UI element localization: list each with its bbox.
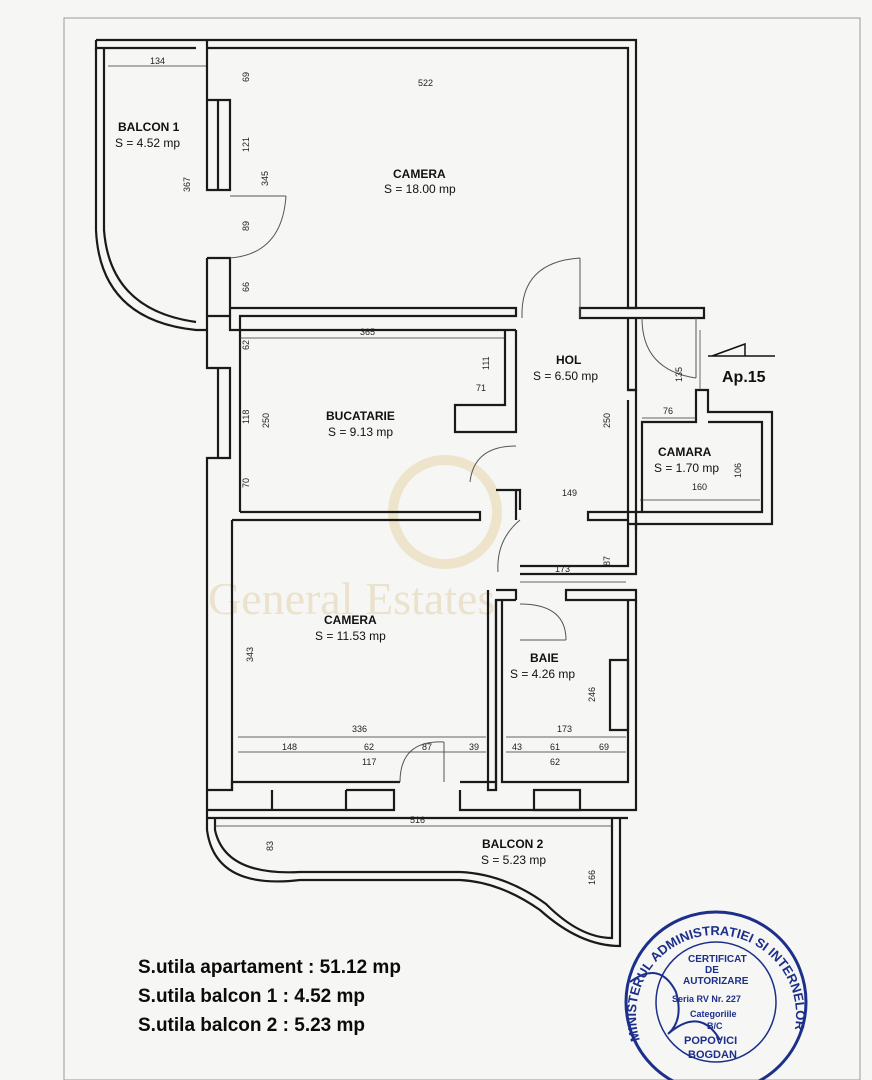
balcon1-area: S = 4.52 mp xyxy=(115,136,180,150)
dim-label: 111 xyxy=(481,356,491,370)
dim-label: 343 xyxy=(245,647,255,662)
dim-label: 69 xyxy=(241,72,251,82)
dim-label: 173 xyxy=(555,564,570,574)
dim-label: 66 xyxy=(241,282,251,292)
dimension-labels: 134 522 69 121 367 345 89 66 365 62 111 … xyxy=(150,56,743,885)
dim-label: 83 xyxy=(265,841,275,851)
dim-label: 71 xyxy=(476,383,486,393)
summary-balcon1: S.utila balcon 1 : 4.52 mp xyxy=(138,986,366,1007)
summary-apartment: S.utila apartament : 51.12 mp xyxy=(138,957,401,978)
dimension-lines xyxy=(108,65,760,827)
door-swings xyxy=(229,195,697,783)
hol-area: S = 6.50 mp xyxy=(533,369,598,383)
dim-label: 87 xyxy=(602,556,612,566)
apartment-label: Ap.15 xyxy=(722,369,766,386)
dim-label: 118 xyxy=(241,410,251,424)
dim-label: 166 xyxy=(587,870,597,885)
stamp-line: Categoriile xyxy=(690,1009,737,1019)
walls xyxy=(94,38,774,948)
camera1-name: CAMERA xyxy=(393,167,446,181)
dim-label: 336 xyxy=(352,724,367,734)
camera2-name: CAMERA xyxy=(324,613,377,627)
dim-label: 173 xyxy=(557,724,572,734)
dim-label: 250 xyxy=(602,413,612,428)
camara-area: S = 1.70 mp xyxy=(654,461,719,475)
camera1-area: S = 18.00 mp xyxy=(384,182,456,196)
area-summary: S.utila apartament : 51.12 mp S.utila ba… xyxy=(138,953,401,1040)
watermark: General Estates xyxy=(208,455,502,624)
dim-label: 246 xyxy=(587,687,597,702)
dim-label: 62 xyxy=(241,340,251,350)
stamp-line: BOGDAN xyxy=(688,1049,737,1061)
bucatarie-name: BUCATARIE xyxy=(326,409,395,423)
balcon1-name: BALCON 1 xyxy=(118,120,180,134)
page-border xyxy=(63,17,861,1080)
summary-balcon2: S.utila balcon 2 : 5.23 mp xyxy=(138,1015,366,1036)
dim-label: 89 xyxy=(241,221,251,231)
dim-label: 516 xyxy=(410,815,425,825)
dim-label: 160 xyxy=(692,482,707,492)
balcon2-name: BALCON 2 xyxy=(482,837,544,851)
stamp-line: B/C xyxy=(707,1021,723,1031)
stamp-line: CERTIFICAT xyxy=(688,954,747,965)
dim-label: 121 xyxy=(241,137,251,152)
dim-label: 117 xyxy=(362,757,376,767)
room-labels: BALCON 1 S = 4.52 mp CAMERA S = 18.00 mp… xyxy=(115,120,719,867)
dim-label: 62 xyxy=(364,742,374,752)
hol-name: HOL xyxy=(556,353,581,367)
stamp-line: POPOVICI xyxy=(684,1035,737,1047)
stamp-line: Seria RV Nr. 227 xyxy=(672,994,741,1004)
dim-label: 43 xyxy=(512,742,522,752)
apartment-marker: Ap.15 xyxy=(708,342,775,386)
dim-label: 106 xyxy=(733,463,743,478)
dim-label: 522 xyxy=(418,78,433,88)
baie-name: BAIE xyxy=(530,651,559,665)
authorization-stamp: MINISTERUL ADMINISTRATIEI SI INTERNELOR … xyxy=(624,910,808,1080)
dim-label: 62 xyxy=(550,757,560,767)
dim-label: 76 xyxy=(663,406,673,416)
camera2-area: S = 11.53 mp xyxy=(315,629,386,643)
watermark-text: General Estates xyxy=(208,573,495,624)
dim-label: 135 xyxy=(674,367,684,382)
dim-label: 87 xyxy=(422,742,432,752)
dim-label: 61 xyxy=(550,742,560,752)
bucatarie-area: S = 9.13 mp xyxy=(328,425,393,439)
dim-label: 70 xyxy=(241,478,251,488)
dim-label: 250 xyxy=(261,413,271,428)
dim-label: 69 xyxy=(599,742,609,752)
stamp-line: DE xyxy=(705,965,719,976)
dim-label: 345 xyxy=(260,171,270,186)
baie-area: S = 4.26 mp xyxy=(510,667,575,681)
dim-label: 148 xyxy=(282,742,297,752)
dim-label: 367 xyxy=(182,177,192,192)
signature-scribble xyxy=(629,972,721,1041)
dim-label: 134 xyxy=(150,56,165,66)
balcon2-area: S = 5.23 mp xyxy=(481,853,546,867)
dim-label: 39 xyxy=(469,742,479,752)
dim-label: 149 xyxy=(562,488,577,498)
camara-name: CAMARA xyxy=(658,445,712,459)
stamp-line: AUTORIZARE xyxy=(683,976,749,987)
dim-label: 365 xyxy=(360,327,375,337)
